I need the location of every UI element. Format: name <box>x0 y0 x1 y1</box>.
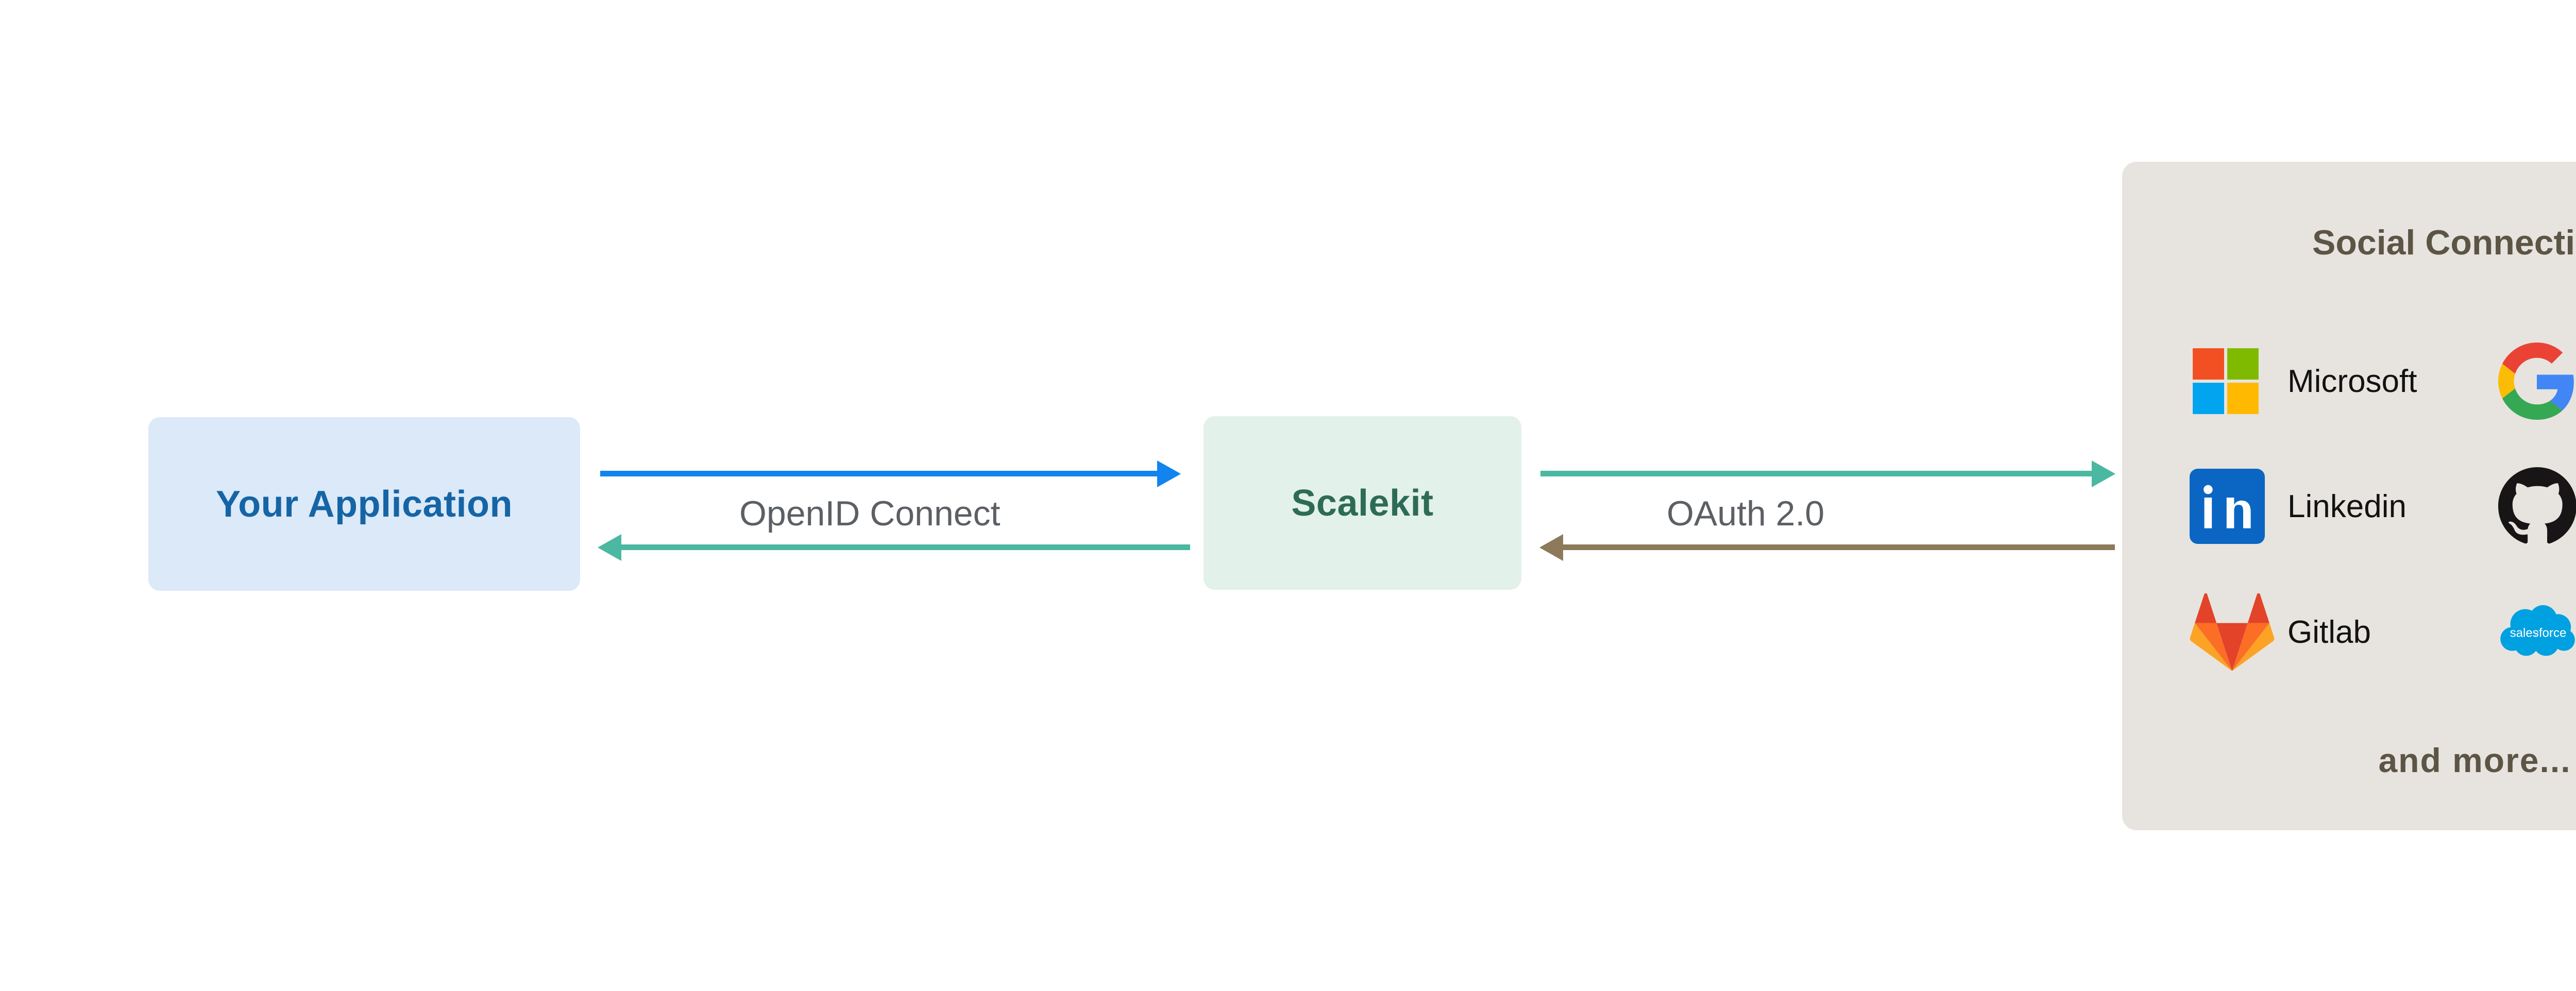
openid-response-arrowhead-icon <box>598 534 621 561</box>
provider-label: Microsoft <box>2287 363 2417 399</box>
provider-github: Github <box>2498 467 2576 545</box>
and-more-label: and more... <box>2378 741 2571 779</box>
salesforce-icon: salesforce <box>2498 604 2576 660</box>
your-application-box: Your Application <box>148 417 580 591</box>
google-icon <box>2498 343 2576 420</box>
openid-request-arrowhead-icon <box>1157 460 1181 487</box>
provider-gitlab: Gitlab <box>2190 593 2498 671</box>
openid-response-arrow-line <box>620 544 1190 550</box>
scalekit-box: Scalekit <box>1204 416 1521 590</box>
scalekit-label: Scalekit <box>1291 482 1434 524</box>
openid-request-arrow-line <box>600 471 1159 476</box>
provider-microsoft: Microsoft <box>2190 343 2498 420</box>
oauth-response-arrow-line <box>1562 544 2115 550</box>
providers-grid: Microsoft Google <box>2122 343 2576 671</box>
gitlab-icon <box>2190 593 2287 671</box>
provider-salesforce: salesforce Salesforce <box>2498 593 2576 671</box>
salesforce-logo-text: salesforce <box>2510 626 2567 640</box>
openid-connect-label: OpenID Connect <box>739 494 1001 533</box>
your-application-label: Your Application <box>216 483 513 525</box>
oauth-request-arrowhead-icon <box>2092 460 2115 487</box>
panel-title: Social Connections <box>2312 223 2576 262</box>
microsoft-icon <box>2190 345 2287 417</box>
oauth-label: OAuth 2.0 <box>1667 494 1825 533</box>
linkedin-icon <box>2190 469 2287 544</box>
oauth-request-arrow-line <box>1540 471 2093 476</box>
provider-google: Google <box>2498 343 2576 420</box>
social-connections-panel: Social Connections Microsoft <box>2122 162 2576 830</box>
oauth-response-arrowhead-icon <box>1539 534 1563 561</box>
provider-label: Gitlab <box>2287 614 2371 650</box>
github-icon <box>2498 467 2576 545</box>
provider-linkedin: Linkedin <box>2190 467 2498 545</box>
provider-label: Linkedin <box>2287 488 2406 524</box>
